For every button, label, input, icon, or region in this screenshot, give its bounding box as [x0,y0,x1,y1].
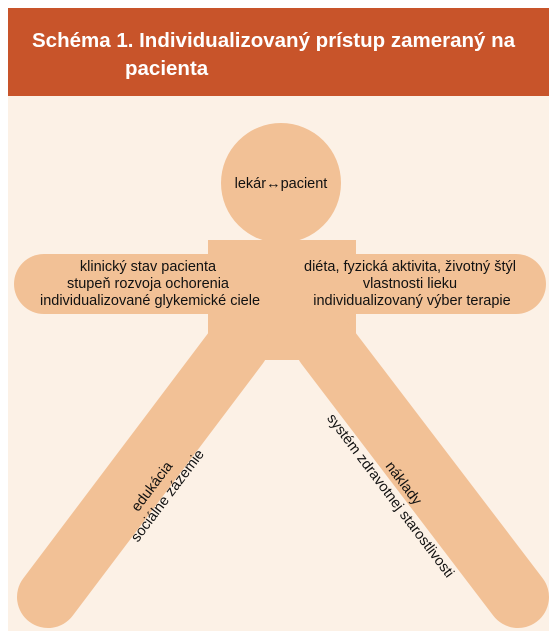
title-line-2: pacienta [125,57,209,80]
head-circle [221,123,341,243]
left-arm-line-3: individualizované glykemické ciele [40,293,260,309]
left-arm-line-2: stupeň rozvoja ochorenia [67,276,230,292]
left-leg [17,314,269,628]
title-bar: Schéma 1. Individualizovaný prístup zame… [8,8,549,96]
diagram-title: Schéma 1. Individualizovaný prístup zame… [32,27,532,83]
arms-bar [14,254,546,314]
head-right-label: pacient [281,176,328,192]
right-leg [295,314,549,628]
title-line-1: Schéma 1. Individualizovaný prístup zame… [32,29,516,52]
left-arm-text: klinický stav pacienta stupeň rozvoja oc… [40,259,260,309]
left-arm-line-1: klinický stav pacienta [80,259,217,275]
right-arm-text: diéta, fyzická aktivita, životný štýl vl… [304,259,520,309]
head-arrow: ↔ [266,176,281,192]
right-arm-line-3: individualizovaný výber terapie [313,293,510,309]
head-label: lekár↔pacient [235,176,328,192]
right-arm-line-2: vlastnosti lieku [363,276,457,292]
head-left-label: lekár [235,176,267,192]
right-arm-line-1: diéta, fyzická aktivita, životný štýl [304,259,516,275]
